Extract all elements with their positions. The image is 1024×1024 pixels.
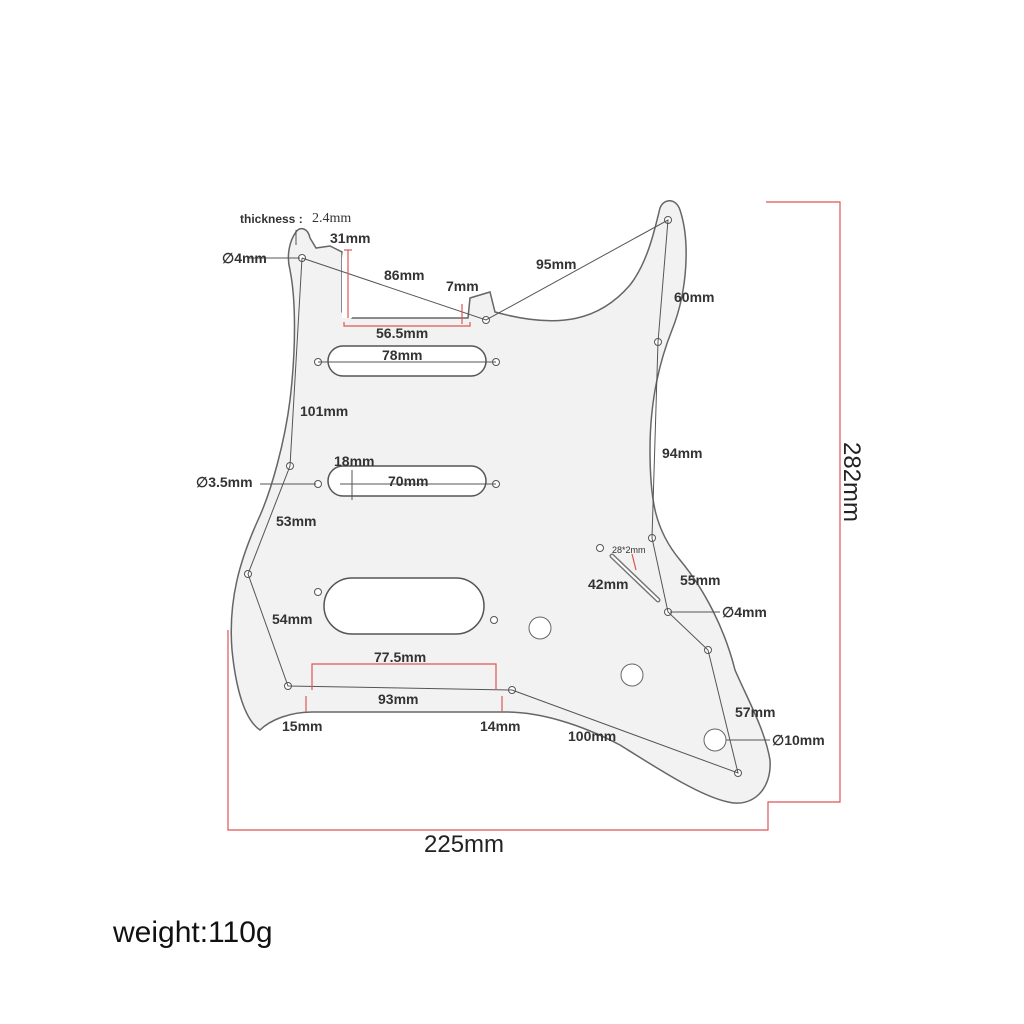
thickness-value: 2.4mm — [312, 211, 351, 226]
dim-60mm: 60mm — [674, 289, 714, 305]
dim-95mm: 95mm — [536, 256, 576, 272]
dim-screw-3-5mm: ∅3.5mm — [196, 474, 253, 490]
dim-56-5mm: 56.5mm — [376, 325, 428, 341]
weight-label: weight:110g — [113, 916, 273, 949]
dim-width-225mm: 225mm — [424, 831, 504, 858]
dim-100mm: 100mm — [568, 728, 616, 744]
dim-screw-4mm: ∅4mm — [222, 250, 267, 266]
dim-55mm: 55mm — [680, 572, 720, 588]
pickup-slot-middle — [327, 465, 487, 497]
dim-14mm: 14mm — [480, 718, 520, 734]
dim-15mm: 15mm — [282, 718, 322, 734]
dim-height-282mm: 282mm — [838, 442, 865, 522]
dim-53mm: 53mm — [276, 513, 316, 529]
dimension-lines — [247, 219, 770, 774]
dim-7mm: 7mm — [446, 278, 479, 294]
control-hole-tone-1 — [620, 663, 644, 687]
dim-86mm: 86mm — [384, 267, 424, 283]
dim-94mm: 94mm — [662, 445, 702, 461]
thickness-label: thickness : — [240, 212, 303, 226]
control-hole-volume — [528, 616, 552, 640]
dim-screw-4mm-b: ∅4mm — [722, 604, 767, 620]
dim-54mm: 54mm — [272, 611, 312, 627]
dim-hole-10mm: ∅10mm — [772, 732, 825, 748]
neck-notch — [342, 252, 352, 318]
dim-42mm: 42mm — [588, 576, 628, 592]
dim-78mm: 78mm — [382, 347, 422, 363]
dim-57mm: 57mm — [735, 704, 775, 720]
dim-77-5mm: 77.5mm — [374, 649, 426, 665]
pickup-slot-neck — [327, 345, 487, 377]
dim-93mm: 93mm — [378, 691, 418, 707]
red-dimension-marks — [227, 201, 841, 831]
dim-18mm: 18mm — [334, 453, 374, 469]
dim-31mm: 31mm — [330, 230, 370, 246]
dim-switch-28x2mm: 28*2mm — [612, 545, 646, 555]
control-hole-tone-2 — [703, 728, 727, 752]
dim-70mm: 70mm — [388, 473, 428, 489]
pickup-slot-bridge — [323, 577, 485, 635]
dim-101mm: 101mm — [300, 403, 348, 419]
